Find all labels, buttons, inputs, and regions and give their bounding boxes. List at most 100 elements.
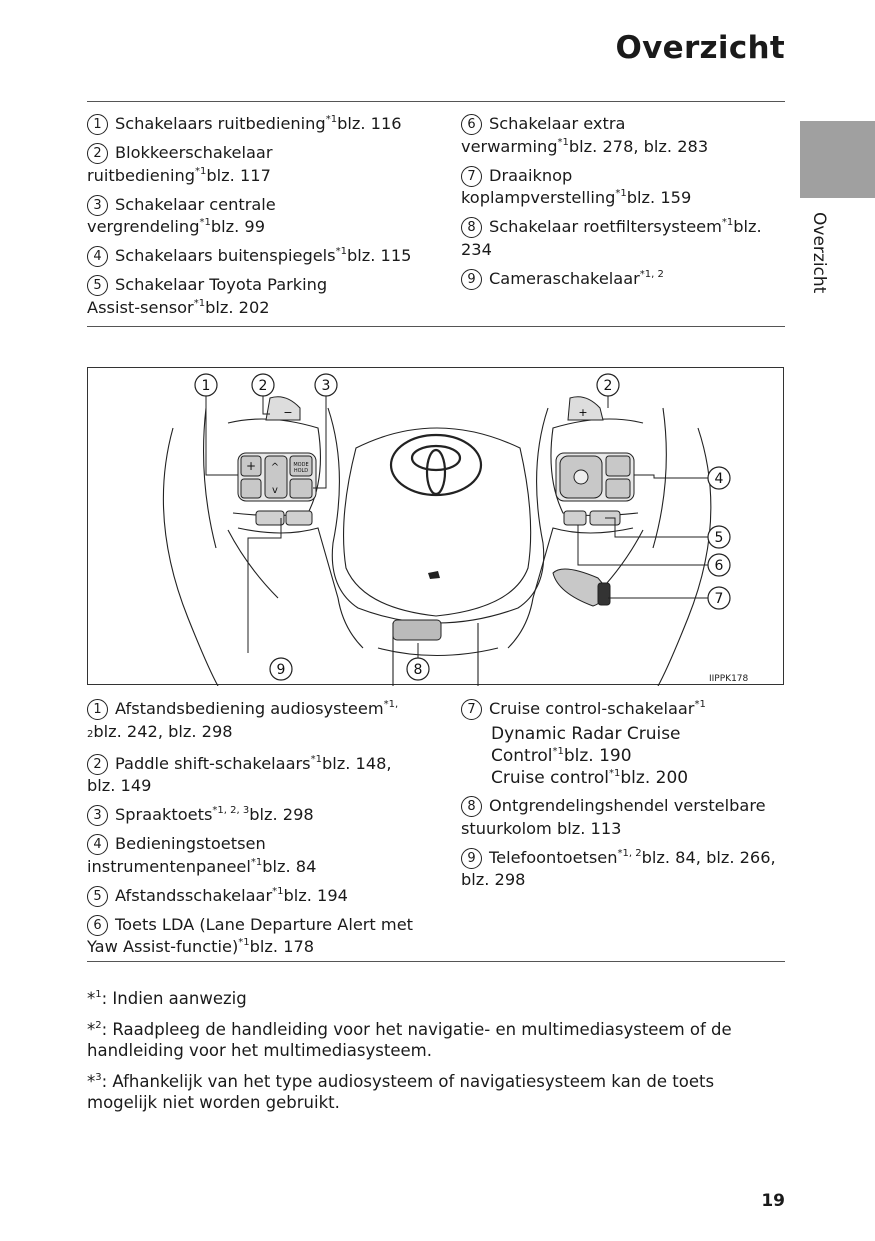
steering-wheel-diagram: − + + ^ v MODE HOLD bbox=[87, 367, 784, 686]
cruise-control-lever-icon bbox=[552, 568, 611, 607]
svg-text:2: 2 bbox=[604, 378, 613, 394]
svg-text:4: 4 bbox=[715, 471, 724, 487]
page-reference: blz. 194 bbox=[283, 885, 348, 905]
svg-text:6: 6 bbox=[715, 558, 724, 574]
audio-button-cluster bbox=[237, 452, 317, 502]
callout-number: 6 bbox=[461, 114, 482, 135]
callout-number: 9 bbox=[461, 847, 482, 869]
page-reference: blz. 178 bbox=[249, 937, 315, 956]
footnote: *2: Raadpleeg de handleiding voor het na… bbox=[87, 1019, 732, 1061]
callout-9: 9 bbox=[269, 657, 293, 681]
svg-text:9: 9 bbox=[277, 662, 286, 678]
callout-1: 1 bbox=[194, 373, 218, 397]
svg-text:7: 7 bbox=[715, 591, 724, 607]
svg-text:2: 2 bbox=[259, 378, 268, 394]
callout-8: 8 bbox=[406, 657, 430, 681]
callout-number: 8 bbox=[461, 217, 482, 238]
callout-number: 3 bbox=[87, 194, 108, 216]
page-reference: blz. 149 bbox=[87, 776, 152, 795]
section-side-label: Overzicht bbox=[809, 212, 829, 294]
page-reference: blz. 242, blz. 298 bbox=[93, 721, 233, 741]
callout-6: 6 bbox=[707, 553, 731, 577]
mode-label: MODE bbox=[293, 462, 308, 468]
page-title: Overzicht bbox=[615, 30, 785, 66]
page-number: 19 bbox=[761, 1191, 785, 1211]
callout-number: 7 bbox=[461, 165, 482, 187]
callout-2b: 2 bbox=[596, 373, 620, 397]
callout-number: 1 bbox=[87, 114, 108, 135]
page-reference: blz. 115 bbox=[347, 246, 412, 265]
page-reference: blz. 298 bbox=[249, 805, 314, 824]
callout-number: 2 bbox=[87, 143, 108, 164]
page-reference: blz. 84, blz. 266, bbox=[641, 847, 776, 867]
callout-number: 4 bbox=[87, 834, 108, 855]
footnote: *1: Indien aanwezig bbox=[87, 989, 247, 1008]
page-reference: blz. 116 bbox=[337, 114, 402, 133]
volume-plus-label: + bbox=[246, 459, 256, 473]
page-reference: blz. 202 bbox=[205, 297, 270, 317]
page-reference: blz. 200 bbox=[620, 767, 689, 788]
svg-text:8: 8 bbox=[414, 662, 423, 678]
mid-rule bbox=[87, 326, 785, 327]
toyota-logo-icon bbox=[389, 433, 483, 497]
horn-icon bbox=[428, 571, 440, 579]
callout-number: 5 bbox=[87, 275, 108, 296]
page-reference: blz. 278, blz. 283 bbox=[568, 136, 709, 156]
page-reference: blz. 84 bbox=[262, 856, 317, 876]
tilt-release-lever-icon bbox=[392, 619, 442, 641]
bottom-rule bbox=[87, 961, 785, 962]
callout-3: 3 bbox=[314, 373, 338, 397]
page-reference: blz. 190 bbox=[563, 745, 632, 766]
figure-code: IIPPK178 bbox=[709, 674, 749, 684]
callout-7: 7 bbox=[707, 586, 731, 610]
callout-5: 5 bbox=[707, 525, 731, 549]
page-reference: blz. 99 bbox=[210, 217, 266, 236]
callout-leaders bbox=[205, 395, 708, 658]
page-reference: blz. 298 bbox=[461, 870, 526, 889]
page-reference: blz. 159 bbox=[626, 188, 692, 207]
page-reference: blz. 117 bbox=[206, 165, 271, 185]
phone-buttons bbox=[255, 510, 313, 526]
svg-text:3: 3 bbox=[322, 378, 331, 394]
paddle-left-icon bbox=[265, 396, 301, 421]
footnotes: *1: Indien aanwezig *2: Raadpleeg de han… bbox=[87, 988, 787, 1123]
callout-number: 1 bbox=[87, 699, 108, 720]
seek-down-label: v bbox=[272, 485, 278, 496]
paddle-plus-label: + bbox=[578, 406, 587, 419]
paddle-right-icon bbox=[567, 396, 604, 421]
instrument-button-cluster bbox=[555, 452, 635, 502]
callout-number: 6 bbox=[87, 914, 108, 936]
footnote: *3: Afhankelijk van het type audiosystee… bbox=[87, 1071, 715, 1113]
paddle-minus-label: − bbox=[283, 406, 292, 419]
callout-number: 4 bbox=[87, 246, 108, 267]
page-reference: blz. 148, bbox=[321, 753, 392, 773]
callout-2: 2 bbox=[251, 373, 275, 397]
svg-text:5: 5 bbox=[715, 530, 724, 546]
svg-text:1: 1 bbox=[202, 378, 211, 394]
seek-up-label: ^ bbox=[271, 462, 279, 473]
steering-wheel-illustration: − + + ^ v MODE HOLD bbox=[162, 373, 749, 686]
callout-number: 7 bbox=[461, 699, 482, 720]
callout-number: 5 bbox=[87, 885, 108, 907]
callout-number: 9 bbox=[461, 268, 482, 290]
hold-label: HOLD bbox=[294, 468, 308, 474]
callout-number: 3 bbox=[87, 805, 108, 826]
